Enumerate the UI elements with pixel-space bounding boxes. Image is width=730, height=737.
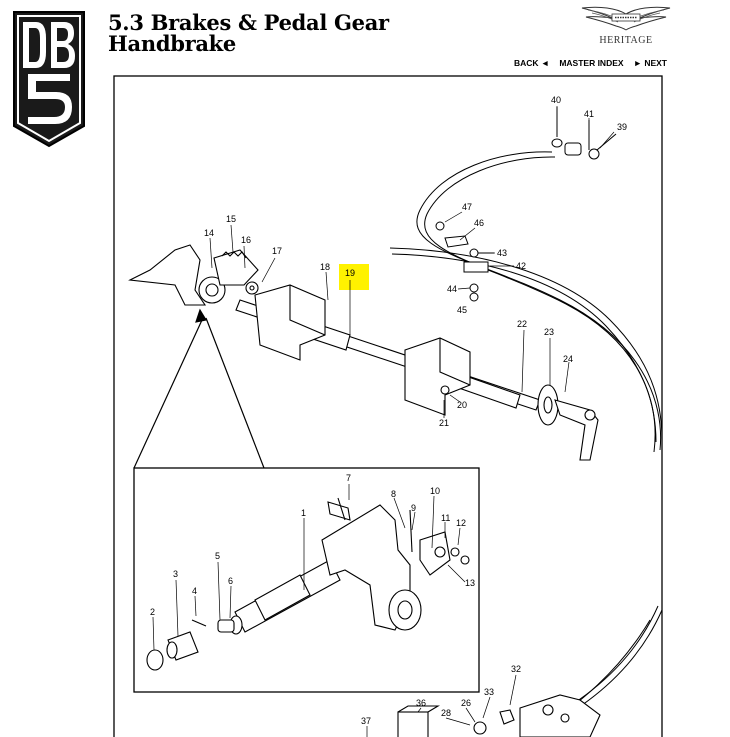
handbrake-shaft-assembly [128,244,599,461]
callout-28: 28 [441,708,451,718]
callout-44: 44 [447,284,457,294]
callout-41: 41 [584,109,594,119]
callout-9: 9 [411,503,416,513]
callout-12: 12 [456,518,466,528]
detail-shaft-drawing [146,497,470,671]
detail-pointer [133,308,265,469]
callout-7: 7 [346,473,351,483]
callout-16: 16 [241,235,251,245]
callout-18: 18 [320,262,330,272]
cable-end-fittings [435,107,617,302]
callout-45: 45 [457,305,467,315]
callout-highlight [339,264,369,290]
callout-15: 15 [226,214,236,224]
callout-26: 26 [461,698,471,708]
callout-8: 8 [391,489,396,499]
db5-logo: DB [13,11,85,148]
callout-11: 11 [441,513,450,523]
callout-13: 13 [465,578,475,588]
callout-24: 24 [563,354,573,364]
callout-10: 10 [430,486,440,496]
callout-47: 47 [462,202,472,212]
callout-labels: 40 41 39 47 46 43 42 44 45 15 14 16 17 1… [150,95,627,726]
callout-43: 43 [497,248,507,258]
callout-2: 2 [150,607,155,617]
callout-22: 22 [517,319,527,329]
callout-21: 21 [439,418,449,428]
callout-33: 33 [484,687,494,697]
callout-36: 36 [416,698,426,708]
callout-46: 46 [474,218,484,228]
callout-20: 20 [457,400,467,410]
page-title: 5.3 Brakes & Pedal Gear Handbrake [108,12,389,54]
callout-23: 23 [544,327,554,337]
master-index-link[interactable]: MASTER INDEX [559,58,624,68]
callout-32: 32 [511,664,521,674]
lower-assembly-partial [397,694,601,737]
callout-40: 40 [551,95,561,105]
title-line-1: 5.3 Brakes & Pedal Gear [108,10,389,35]
callout-39: 39 [617,122,627,132]
callout-19: 19 [345,268,355,278]
callout-17: 17 [272,246,282,256]
back-link[interactable]: BACK ◄ [513,58,550,68]
callout-3: 3 [173,569,178,579]
leader-lines [152,106,615,737]
callout-5: 5 [215,551,220,561]
callout-42: 42 [516,261,526,271]
wings-icon [581,6,671,31]
diagram-frame [113,75,663,737]
aston-martin-wings-logo: HERITAGE [580,4,672,46]
callout-6: 6 [228,576,233,586]
next-link[interactable]: ► NEXT [633,58,667,68]
heritage-label: HERITAGE [599,35,653,46]
callout-14: 14 [204,228,214,238]
nav-bar: BACK ◄ MASTER INDEX ► NEXT [514,58,667,68]
callout-4: 4 [192,586,197,596]
callout-1: 1 [301,508,306,518]
callout-37: 37 [361,716,371,726]
title-line-2: Handbrake [108,31,236,56]
